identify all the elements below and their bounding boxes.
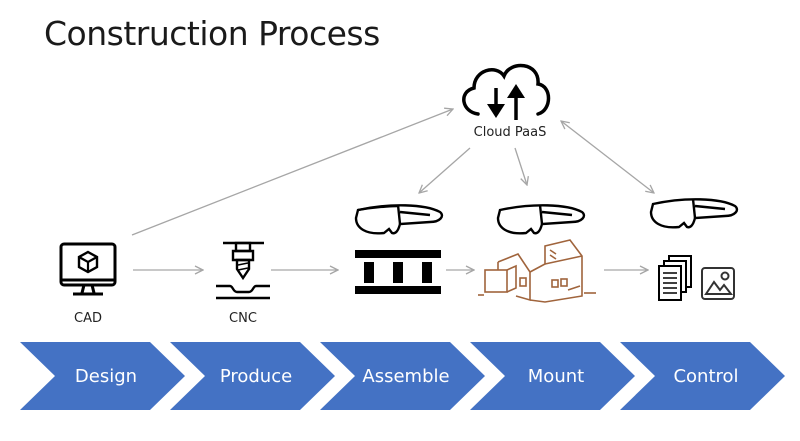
cnc-drill-icon bbox=[216, 241, 270, 300]
page-title: Construction Process bbox=[44, 14, 380, 53]
mixed-reality-headset-icon bbox=[354, 204, 444, 235]
process-chevrons: Design Produce Assemble Mount Control bbox=[20, 342, 785, 410]
stage-mount[interactable]: Mount bbox=[470, 342, 635, 410]
stage-label: Produce bbox=[220, 366, 292, 387]
arrow-cloud-to-mount-headset bbox=[514, 147, 527, 185]
stage-produce[interactable]: Produce bbox=[170, 342, 335, 410]
house-frame-icon bbox=[478, 239, 596, 303]
image-icon bbox=[701, 267, 735, 300]
arrow-cad-to-cloud bbox=[131, 109, 453, 236]
mixed-reality-headset-icon bbox=[649, 198, 739, 229]
cnc-label: CNC bbox=[229, 311, 257, 326]
stage-label: Assemble bbox=[362, 366, 449, 387]
stage-design[interactable]: Design bbox=[20, 342, 185, 410]
stage-label: Design bbox=[75, 366, 137, 387]
connector-arrows bbox=[131, 109, 654, 270]
cad-label: CAD bbox=[74, 311, 102, 326]
stage-control[interactable]: Control bbox=[620, 342, 785, 410]
arrow-cloud-control-bidirectional bbox=[561, 121, 654, 193]
mixed-reality-headset-icon bbox=[496, 204, 586, 235]
stage-label: Mount bbox=[528, 366, 584, 387]
arrow-cloud-to-assemble-headset bbox=[419, 147, 471, 193]
stage-assemble[interactable]: Assemble bbox=[320, 342, 485, 410]
monitor-cube-icon bbox=[59, 242, 117, 296]
cloud-sync-icon bbox=[462, 63, 551, 120]
prefab-panel-icon bbox=[355, 250, 441, 294]
cloud-label: Cloud PaaS bbox=[473, 125, 547, 140]
stage-label: Control bbox=[673, 366, 738, 387]
documents-icon bbox=[658, 255, 692, 301]
